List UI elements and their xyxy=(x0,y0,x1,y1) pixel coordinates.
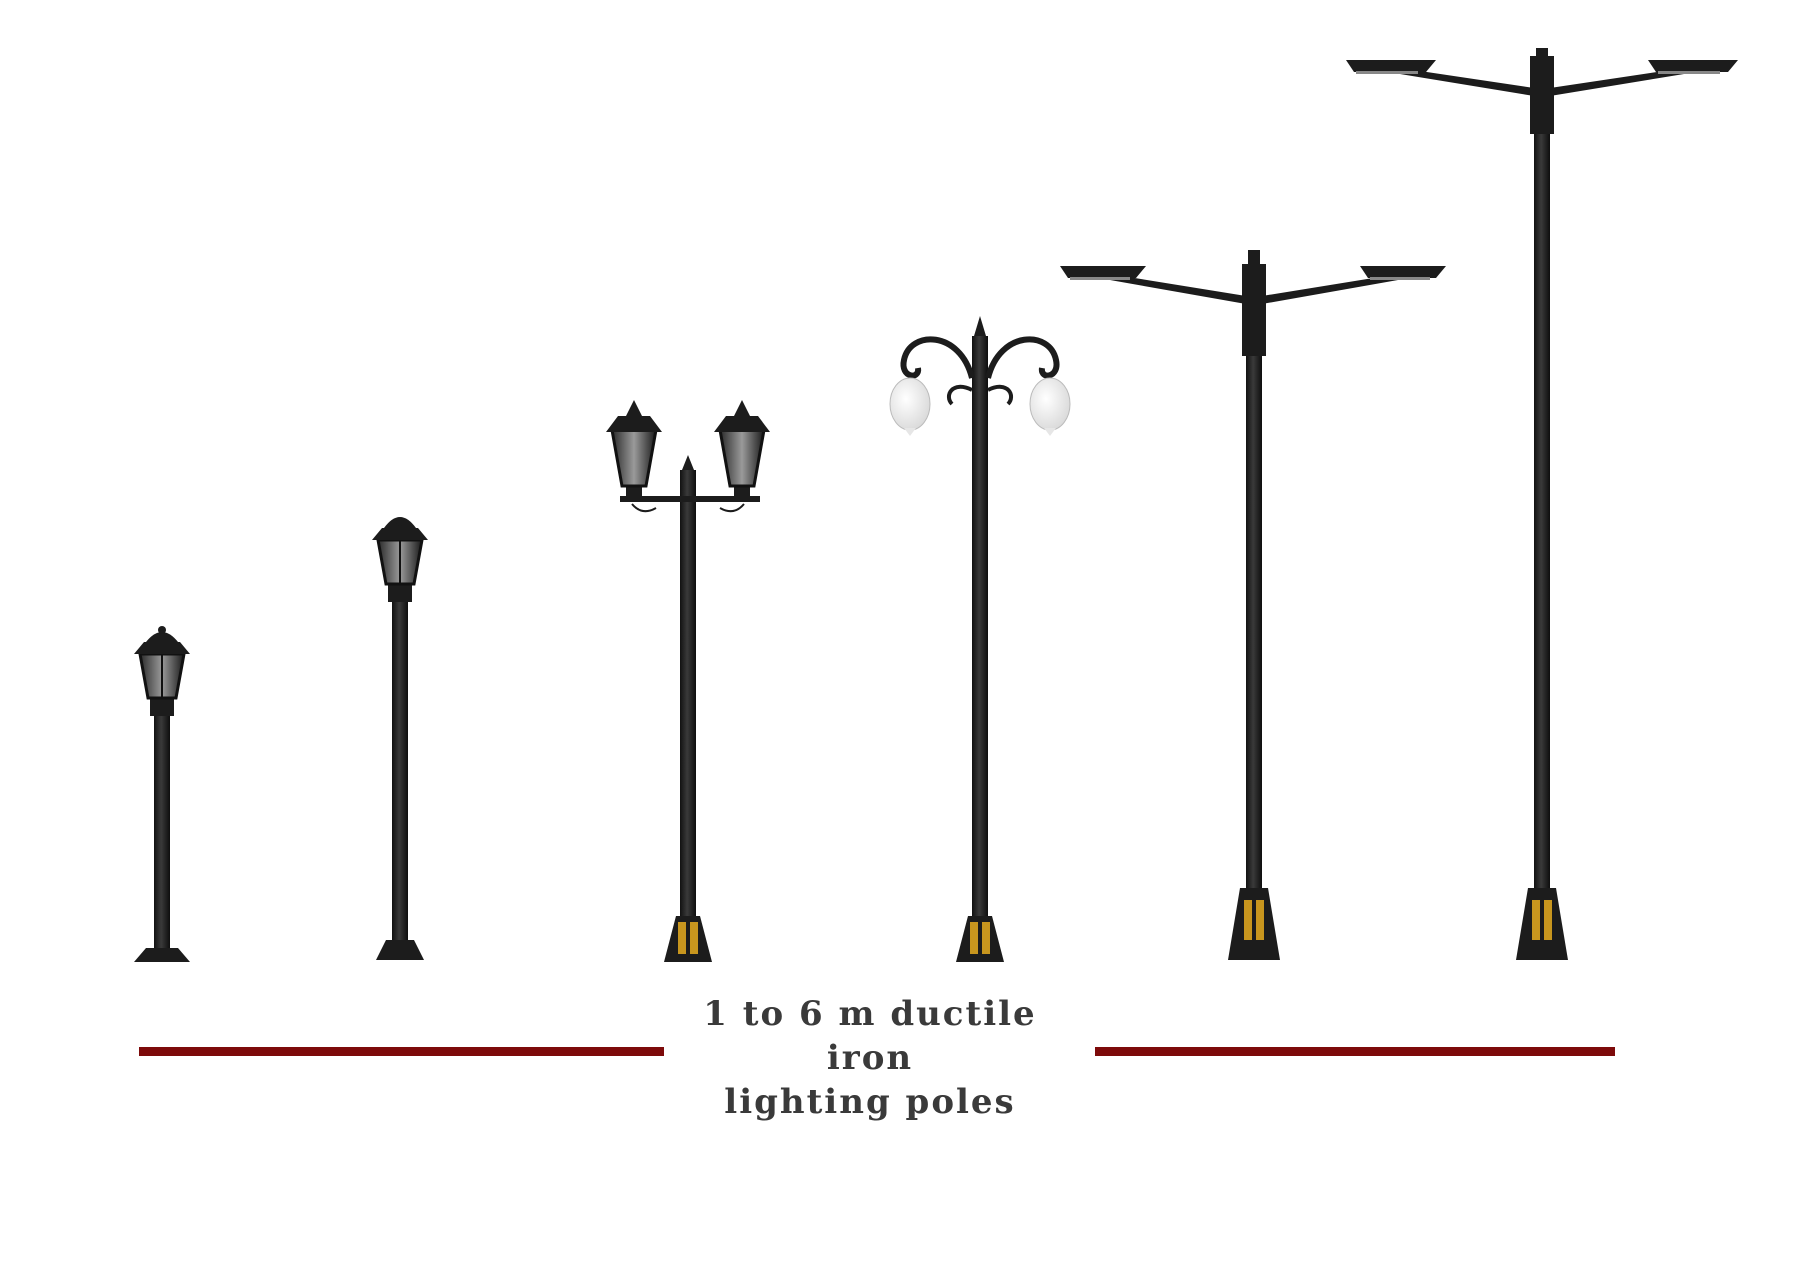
pole-3m xyxy=(606,400,770,962)
caption: 1 to 6 m ductile iron lighting poles xyxy=(660,992,1080,1124)
pole-5m xyxy=(1060,250,1446,960)
pole-6m xyxy=(1346,48,1738,960)
pole-1m xyxy=(134,626,190,962)
caption-line-1: 1 to 6 m ductile iron xyxy=(703,994,1037,1078)
rule-right xyxy=(1095,1047,1615,1056)
caption-line-2: lighting poles xyxy=(724,1082,1016,1122)
pole-4m xyxy=(889,316,1071,962)
rule-left xyxy=(139,1047,664,1056)
pole-2m xyxy=(372,517,428,960)
